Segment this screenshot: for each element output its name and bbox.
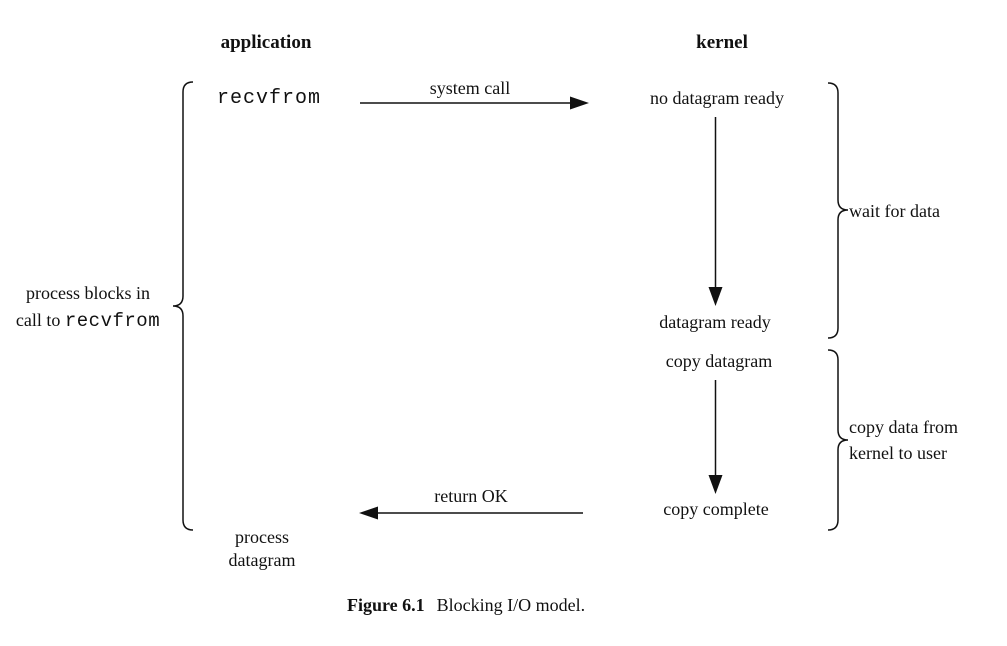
process-blocks-line2: call to recvfrom — [15, 310, 161, 332]
process-blocks-brace — [172, 81, 194, 531]
column-header-kernel: kernel — [696, 32, 748, 53]
recvfrom-call-label: recvfrom — [217, 87, 322, 110]
process-blocks-line1: process blocks in — [26, 283, 150, 303]
return-ok-arrow-label: return OK — [434, 486, 508, 506]
copy-complete-label: copy complete — [663, 499, 769, 519]
figure-title: Blocking I/O model. — [436, 595, 586, 615]
datagram-ready-label: datagram ready — [659, 312, 771, 332]
system-call-arrow-label: system call — [429, 78, 511, 98]
copy-datagram-arrow — [708, 380, 723, 494]
recvfrom-inline-code: recvfrom — [64, 310, 161, 332]
wait-for-data-brace — [827, 82, 849, 339]
return-ok-arrow — [359, 506, 583, 520]
copy-data-label: copy data from kernel to user — [849, 417, 958, 463]
column-header-application: application — [220, 32, 312, 53]
process-datagram-label: process datagram — [228, 527, 296, 570]
figure-number: Figure 6.1 — [347, 595, 425, 615]
copy-datagram-label: copy datagram — [665, 351, 773, 371]
copy-data-brace — [827, 349, 849, 531]
wait-for-data-label: wait for data — [849, 201, 940, 221]
no-datagram-ready-label: no datagram ready — [650, 88, 784, 108]
system-call-arrow — [360, 96, 589, 110]
process-blocks-label: process blocks in call to recvfrom — [4, 280, 172, 335]
figure-caption: Figure 6.1 Blocking I/O model. — [347, 595, 585, 616]
wait-for-data-arrow — [708, 117, 723, 306]
